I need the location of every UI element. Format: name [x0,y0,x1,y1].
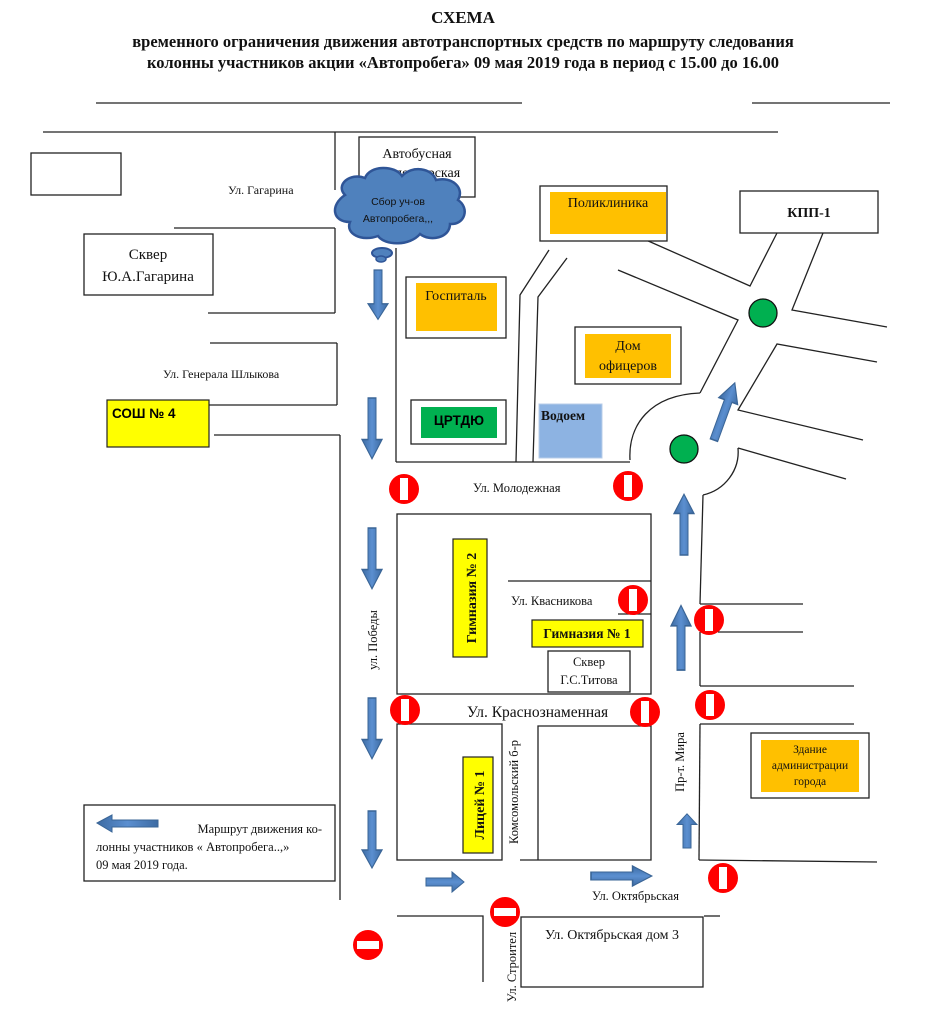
street-shlykova: Ул. Генерала Шлыкова [163,367,280,381]
route-arrow-down-4 [361,697,383,760]
street-gagarina: Ул. Гагарина [228,183,294,197]
bus-dispatch-label-1: Автобусная [382,147,452,162]
park-gagarin-box [83,233,214,296]
reservoir-fill [538,403,603,459]
road-oktyabrskaya-south-left [397,915,484,982]
street-kvasnikova: Ул. Квасникова [511,594,593,608]
lyceum1-label: Лицей № 1 [473,771,488,840]
park-titov-label-2: Г.С.Титова [560,673,618,687]
school4-label: СОШ № 4 [112,406,176,421]
route-arrow-right-2 [590,865,653,887]
legend-text-3: 09 мая 2019 года. [96,858,188,872]
route-arrow-up-diag [703,378,745,445]
road-kpp-north-b [617,269,739,394]
street-pobedy: ул. Победы [366,610,380,670]
admin-label-2: администрации [772,760,848,772]
route-arrow-down-1 [367,269,389,321]
route-arrow-down-3 [361,527,383,590]
crtdu-fill [421,407,497,438]
route-arrow-right-1 [425,871,465,893]
road-kpp-east-a [791,232,888,328]
gathering-label-2: Автопробега,,, [363,213,433,225]
road-diag-left [515,249,550,463]
legend-text-2: лонны участников « Автопробега..,» [96,840,289,854]
street-krasnoznamennaya: Ул. Краснознаменная [467,704,608,721]
legend-arrow-icon [95,814,159,833]
no-entry-sign-icon [695,690,725,720]
polyclinic-label: Поликлиника [568,196,649,211]
officers-house-fill [585,334,671,378]
officers-house-label-1: Дом [615,339,640,354]
polyclinic-fill [550,192,666,234]
hospital-fill [416,283,497,331]
no-entry-sign-icon [618,585,648,615]
lyceum1-box [462,756,494,854]
no-entry-sign-icon [694,605,724,635]
legend-text-1: Маршрут движения ко- [197,822,322,836]
oktyabrskaya-3-label: Ул. Октябрьская дом 3 [545,928,679,943]
reservoir-label: Водоем [541,408,585,423]
no-entry-sign-icon [613,471,643,501]
street-molodezhnaya: Ул. Молодежная [473,481,561,495]
schema-subtitle-line2: колонны участников акции «Автопробега» 0… [147,53,779,72]
school4-box [106,399,210,448]
checkpoint-box [739,190,879,234]
schema-title: СХЕМА [431,8,495,27]
road-east-b [736,343,878,441]
gymnasium2-box [452,538,488,658]
route-arrow-up-3 [673,493,695,556]
no-entry-sign-icon [389,474,419,504]
street-mira: Пр-т. Мира [673,732,687,792]
block-komsomolsky-east [520,725,652,861]
admin-label-3: города [794,776,826,788]
park-titov-box [547,650,631,693]
street-oktyabrskaya: Ул. Октябрьская [592,889,679,903]
route-arrow-down-2 [361,397,383,460]
unnamed-building [30,152,122,196]
road-roundabout-east [702,447,739,496]
block-oktyabrskaya-3 [520,916,704,988]
route-arrow-up-1 [676,813,698,849]
gymnasium1-label: Гимназия № 1 [543,626,630,641]
officers-house-label-2: офицеров [599,359,657,374]
street-komsomolsky: Комсомольский б-р [507,740,521,844]
park-gagarin-label-2: Ю.А.Гагарина [102,269,194,285]
checkpoint-label: КПП-1 [787,206,831,221]
traffic-light-icon-north [748,298,778,328]
road-east-c [737,447,847,480]
park-titov-label-1: Сквер [573,655,605,669]
gathering-label-1: Сбор уч-ов [371,196,425,208]
no-entry-sign-icon [353,930,383,960]
gymnasium2-label: Гимназия № 2 [465,553,480,643]
admin-label-1: Здание [793,744,827,756]
gymnasium1-box [531,619,644,648]
no-entry-sign-icon [708,863,738,893]
road-diag-right [532,257,568,463]
route-arrow-down-5 [361,810,383,869]
no-entry-sign-icon [630,697,660,727]
admin-fill [761,740,859,792]
road-roundabout-west [629,392,701,461]
schema-subtitle-line1: временного ограничения движения автотран… [132,32,794,51]
road-kpp-north-a [645,232,778,287]
road-mira-east-h5 [698,859,878,863]
street-stroiteley: Ул. Строител [505,932,519,1002]
no-entry-sign-icon [390,695,420,725]
park-gagarin-label-1: Сквер [129,247,167,263]
no-entry-sign-icon [490,897,520,927]
road-mira-west-top [699,494,704,605]
gathering-cloud: Сбор уч-ов Автопробега,,, [333,166,466,263]
road-mira-east-v2 [698,723,701,861]
route-arrow-up-2 [670,604,692,671]
crtdu-label: ЦРТДЮ [434,413,484,428]
traffic-light-icon-south [669,434,699,464]
hospital-label: Госпиталь [425,289,486,304]
legend-box [83,804,336,882]
